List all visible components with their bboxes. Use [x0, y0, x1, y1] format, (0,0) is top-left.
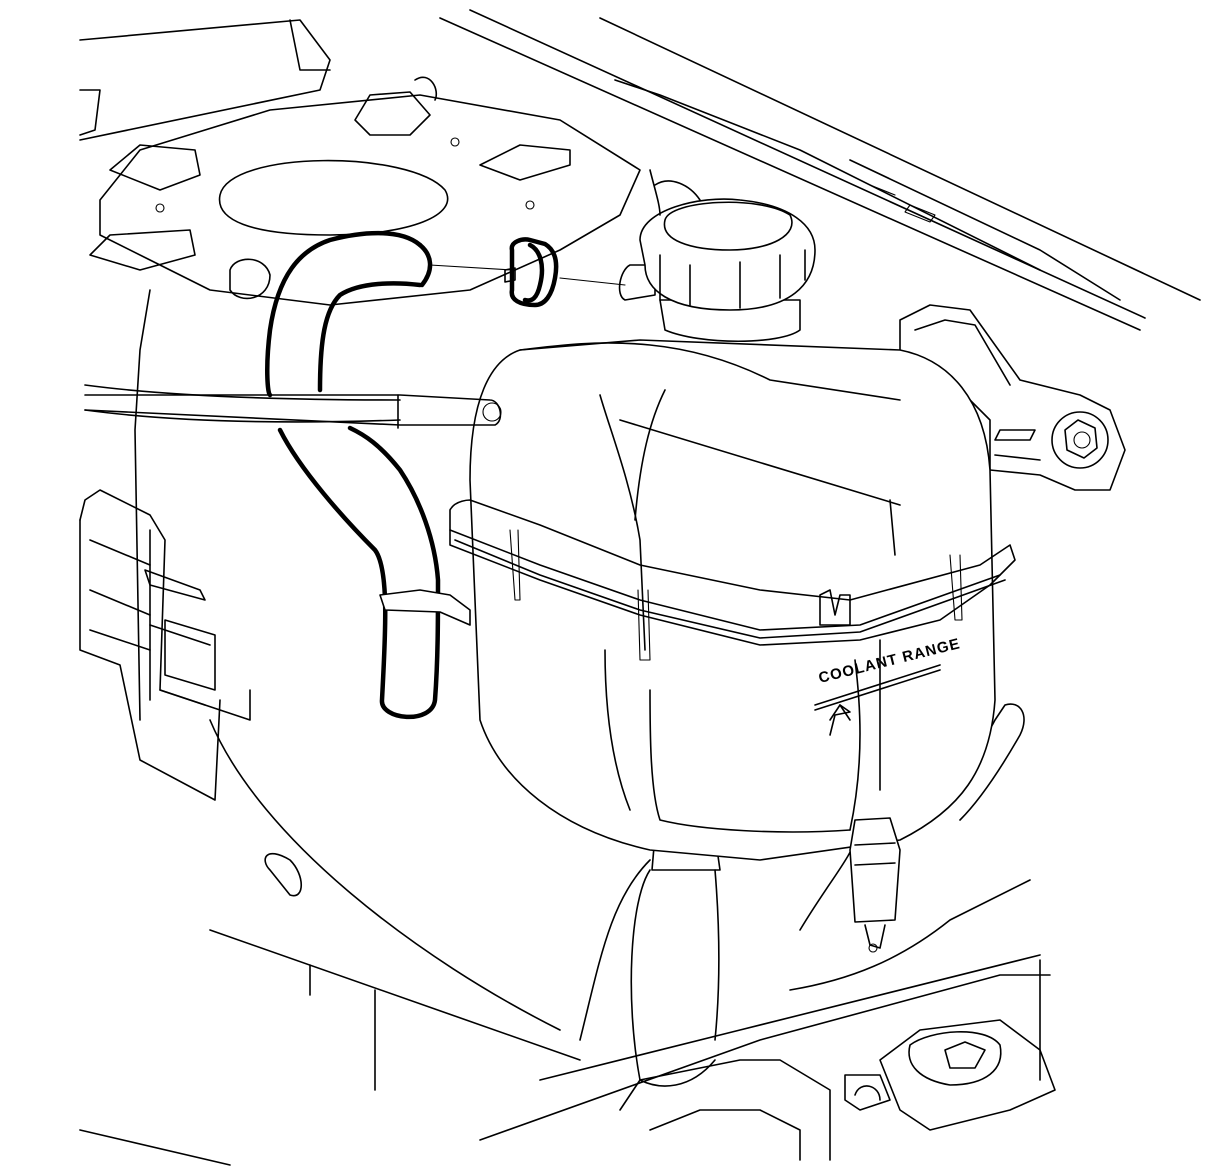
- left-mounting-bracket: [79, 489, 251, 801]
- hood-edge-lines: [439, 9, 1201, 331]
- overflow-hose: [265, 230, 441, 720]
- pressure-cap: [639, 169, 816, 311]
- leader-line: [429, 264, 513, 271]
- leader-line-2: [559, 277, 626, 286]
- reservoir-neck: [618, 264, 801, 343]
- vent-line: [84, 394, 502, 429]
- radiator-side-panel: [79, 289, 581, 1166]
- lower-coolant-hose: [579, 834, 721, 1087]
- lower-frame: [479, 954, 1056, 1161]
- coolant-reservoir-tank: COOLANT RANGE: [449, 339, 1016, 861]
- upper-support-plate: [79, 19, 641, 306]
- hose-clamp: [504, 237, 559, 308]
- level-sensor-connector: [849, 817, 901, 953]
- hose-retainer-clip: [379, 589, 471, 626]
- mounting-bolt: [1051, 411, 1109, 469]
